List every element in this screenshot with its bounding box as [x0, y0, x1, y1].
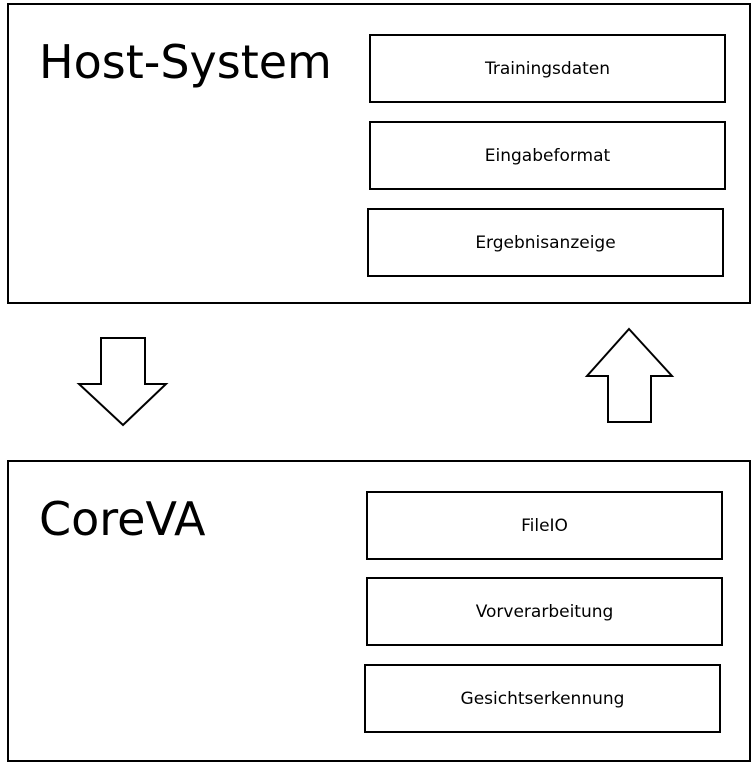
module-gesichtserkennung: Gesichtserkennung	[364, 664, 721, 733]
module-ergebnisanzeige: Ergebnisanzeige	[367, 208, 724, 277]
up-arrow-icon	[584, 327, 676, 425]
coreva-panel: CoreVA FileIO Vorverarbeitung Gesichtser…	[7, 460, 751, 762]
down-arrow-icon	[76, 336, 170, 428]
module-vorverarbeitung: Vorverarbeitung	[366, 577, 723, 646]
module-fileio: FileIO	[366, 491, 723, 560]
module-trainingsdaten: Trainingsdaten	[369, 34, 726, 103]
coreva-title: CoreVA	[39, 492, 206, 546]
module-eingabeformat: Eingabeformat	[369, 121, 726, 190]
host-system-panel: Host-System Trainingsdaten Eingabeformat…	[7, 3, 751, 304]
host-system-title: Host-System	[39, 35, 332, 89]
